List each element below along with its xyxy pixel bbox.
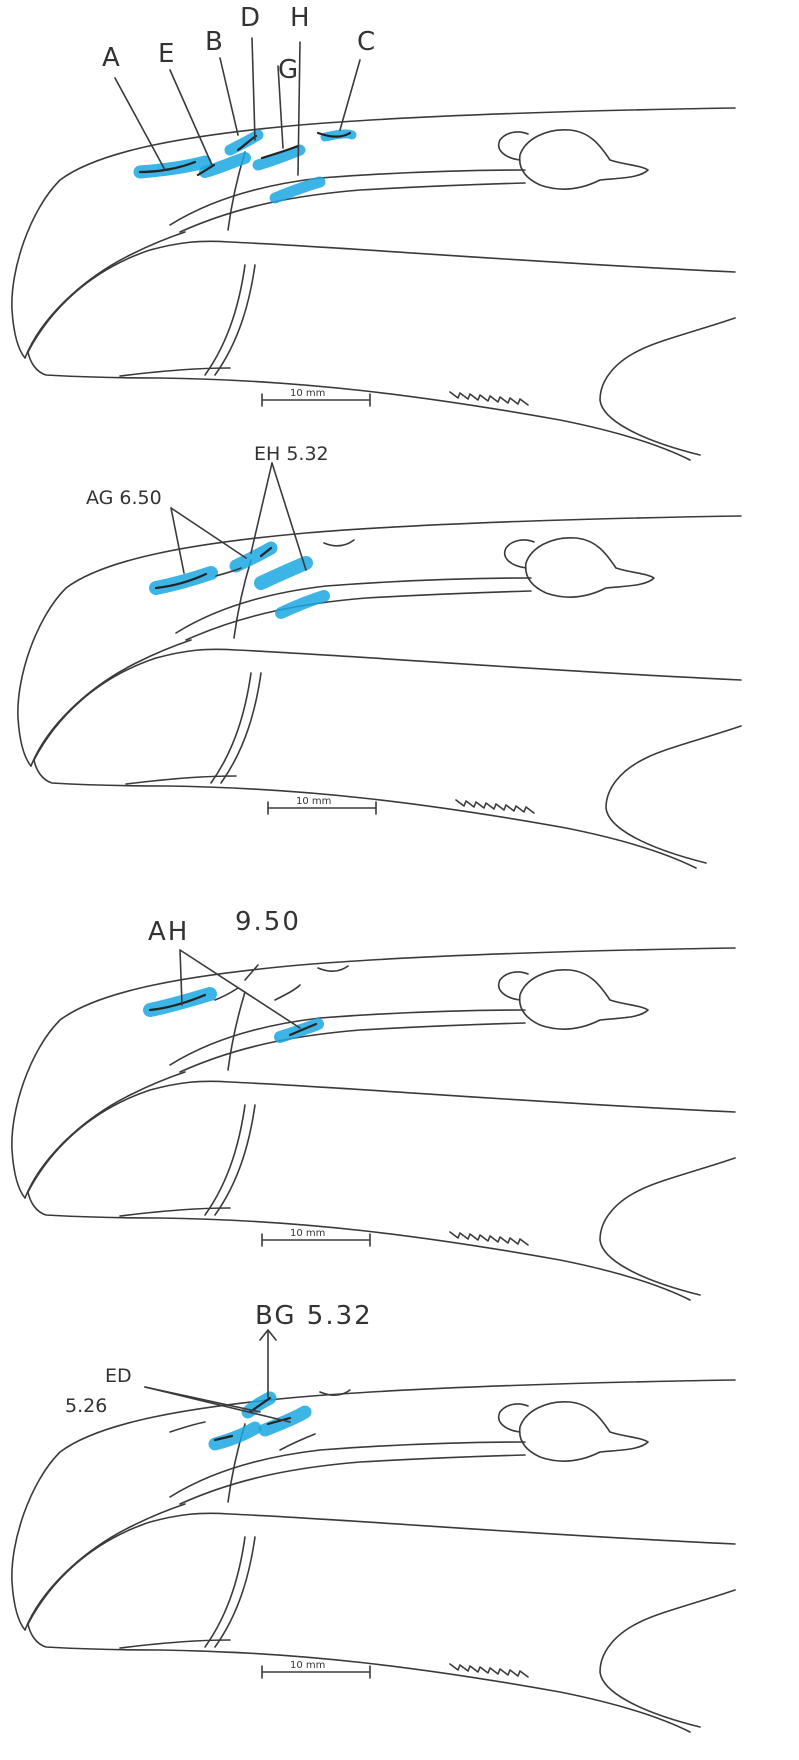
label-c: C [357, 27, 377, 57]
annotation-eh: EH 5.32 [254, 443, 329, 465]
annotation-ed-value: 5.26 [65, 1395, 107, 1417]
label-g: G [278, 55, 300, 85]
annotation-bg: BG 5.32 [255, 1301, 373, 1331]
scale-bar-label: 10 mm [290, 1660, 325, 1671]
beak-outline [12, 1380, 735, 1732]
annotation-ag: AG 6.50 [86, 487, 162, 509]
panel-1: A E B D H G C 10 mm [12, 3, 735, 460]
panel-2: AG 6.50 EH 5.32 10 mm [18, 443, 741, 868]
beak-outline [12, 108, 735, 460]
scale-bar-label: 10 mm [296, 796, 331, 807]
label-a: A [102, 43, 122, 73]
highlight-marks [150, 994, 318, 1037]
label-e: E [158, 39, 176, 69]
beak-outline [12, 948, 735, 1300]
scale-bar-label: 10 mm [290, 388, 325, 399]
label-d: D [240, 3, 262, 33]
annotation-value: 9.50 [235, 907, 301, 937]
annotation-ed: ED [105, 1365, 132, 1387]
scale-bar-label: 10 mm [290, 1228, 325, 1239]
label-h: H [290, 3, 312, 33]
panel-3: AH 9.50 10 mm [12, 907, 735, 1300]
annotation-ah: AH [148, 917, 189, 947]
panel-4: ED 5.26 BG 5.32 10 mm [12, 1301, 735, 1732]
beak-outline [18, 516, 741, 868]
label-b: B [205, 27, 225, 57]
